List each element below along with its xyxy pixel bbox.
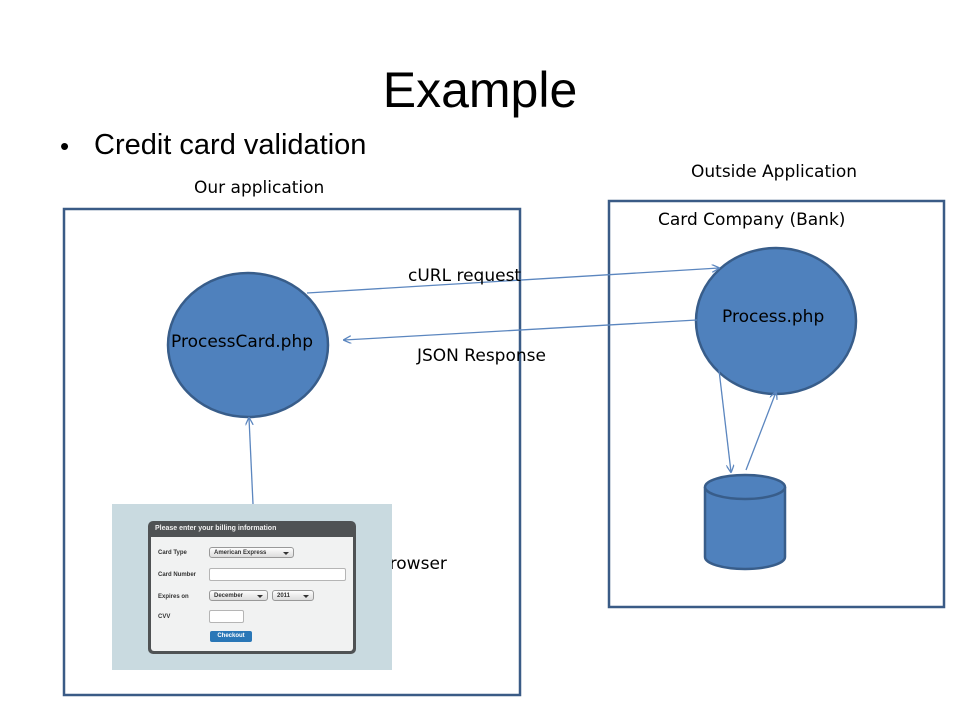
json-response-arrow: [344, 319, 698, 340]
expires-year-select[interactable]: 2011: [272, 590, 314, 601]
card-type-select[interactable]: American Express: [209, 547, 294, 558]
card-type-value: American Express: [214, 550, 267, 556]
bullet-icon: •: [60, 131, 70, 161]
curl-request-arrow: [306, 268, 719, 294]
expires-label: Expires on: [158, 594, 189, 600]
expires-month-select[interactable]: December: [209, 590, 268, 601]
expires-month-value: December: [214, 593, 244, 599]
slide-title: Example: [382, 62, 578, 118]
checkout-button[interactable]: Checkout: [210, 631, 252, 642]
browser-to-processcard-arrow: [249, 418, 254, 505]
curl-request-label: cURL request: [408, 266, 522, 286]
our-application-label: Our application: [194, 178, 325, 198]
card-number-input[interactable]: [209, 568, 346, 581]
outside-application-label: Outside Application: [691, 162, 858, 182]
browser-label: Browser: [378, 554, 447, 574]
database-icon: [703, 473, 787, 571]
chevron-down-icon: [257, 595, 263, 598]
process-label: Process.php: [722, 307, 825, 327]
outside-application-box: [607, 199, 946, 609]
card-number-label: Card Number: [158, 572, 197, 578]
cvv-input[interactable]: [209, 610, 244, 623]
cvv-label: CVV: [158, 614, 171, 620]
billing-form-header: Please enter your billing information: [155, 525, 277, 532]
json-response-label: JSON Response: [417, 346, 546, 366]
card-type-label: Card Type: [158, 550, 187, 556]
our-application-box: [62, 207, 522, 697]
chevron-down-icon: [283, 552, 289, 555]
db-to-process-arrow: [745, 392, 776, 471]
card-company-label: Card Company (Bank): [658, 210, 846, 230]
process-card-node: [166, 271, 330, 419]
process-to-db-arrow: [718, 369, 731, 472]
browser-screenshot: Please enter your billing information Ca…: [112, 504, 392, 670]
billing-form-body: Card Type American Express Card Number E…: [151, 537, 353, 651]
billing-form: Please enter your billing information Ca…: [148, 521, 356, 654]
expires-year-value: 2011: [277, 593, 291, 599]
process-card-label: ProcessCard.php: [171, 332, 314, 352]
bullet-text: Credit card validation: [94, 129, 367, 161]
chevron-down-icon: [303, 595, 309, 598]
